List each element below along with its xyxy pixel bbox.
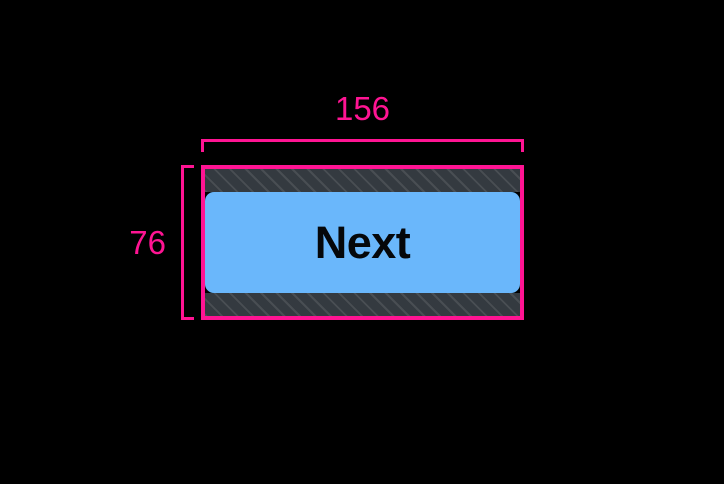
width-bracket-rule bbox=[201, 139, 524, 142]
width-bracket-tick-right bbox=[521, 139, 524, 152]
padding-band-bottom bbox=[205, 293, 520, 316]
height-bracket-tick-bottom bbox=[181, 317, 194, 320]
width-bracket-tick-left bbox=[201, 139, 204, 152]
height-dimension-label: 76 bbox=[129, 224, 166, 261]
inspected-element-highlight[interactable]: Next bbox=[201, 165, 524, 320]
width-dimension-label: 156 bbox=[334, 90, 391, 127]
next-button-label: Next bbox=[314, 217, 411, 268]
next-button[interactable]: Next bbox=[205, 192, 520, 293]
padding-band-top bbox=[205, 169, 520, 192]
height-bracket-tick-top bbox=[181, 165, 194, 168]
height-bracket-rule bbox=[181, 165, 184, 320]
